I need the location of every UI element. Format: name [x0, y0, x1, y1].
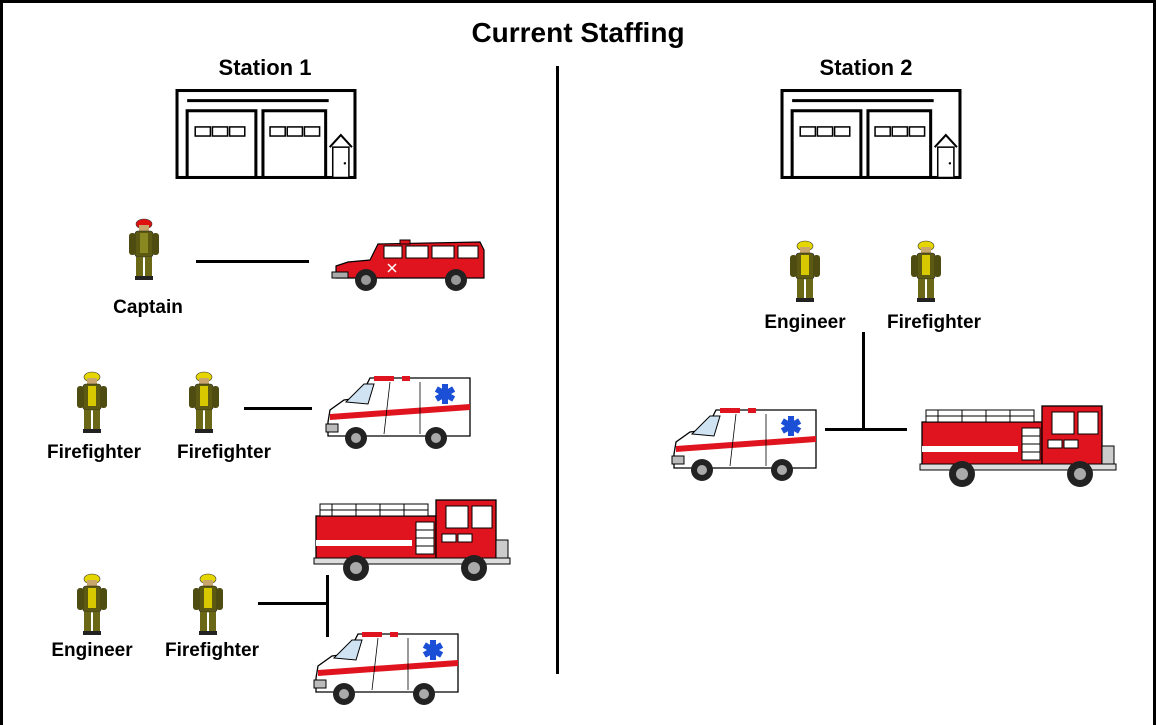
firefighter-icon: [72, 370, 112, 434]
firefighter-icon: [72, 572, 112, 636]
station-1-label: Station 1: [218, 55, 312, 80]
ambulance-icon: [312, 626, 462, 710]
person-label: Firefighter: [165, 640, 259, 661]
person-label: Engineer: [764, 312, 846, 333]
ambulance-icon: [324, 370, 474, 454]
page-title: Current Staffing: [471, 17, 685, 48]
fire-engine-icon: [312, 496, 512, 586]
assignment-bracket-line: [326, 575, 329, 637]
assignment-line: [244, 407, 312, 410]
assignment-line: [196, 260, 309, 263]
firefighter-icon: [188, 572, 228, 636]
ambulance-icon: [670, 402, 820, 486]
captain-icon: [124, 217, 164, 281]
assignment-stem-line: [862, 332, 865, 430]
station-2-building-icon: [780, 88, 962, 180]
person-label: Firefighter: [47, 442, 141, 463]
station-divider: [556, 66, 559, 674]
firefighter-icon: [906, 239, 946, 303]
fire-engine-icon: [918, 402, 1118, 492]
utility-truck-icon: [330, 232, 490, 296]
assignment-line: [258, 602, 329, 605]
person-label: Firefighter: [177, 442, 271, 463]
person-label: Captain: [113, 297, 183, 318]
station-1-building-icon: [175, 88, 357, 180]
person-label: Firefighter: [887, 312, 981, 333]
person-label: Engineer: [51, 640, 133, 661]
assignment-line: [825, 428, 907, 431]
firefighter-icon: [184, 370, 224, 434]
firefighter-icon: [785, 239, 825, 303]
station-2-label: Station 2: [819, 55, 913, 80]
